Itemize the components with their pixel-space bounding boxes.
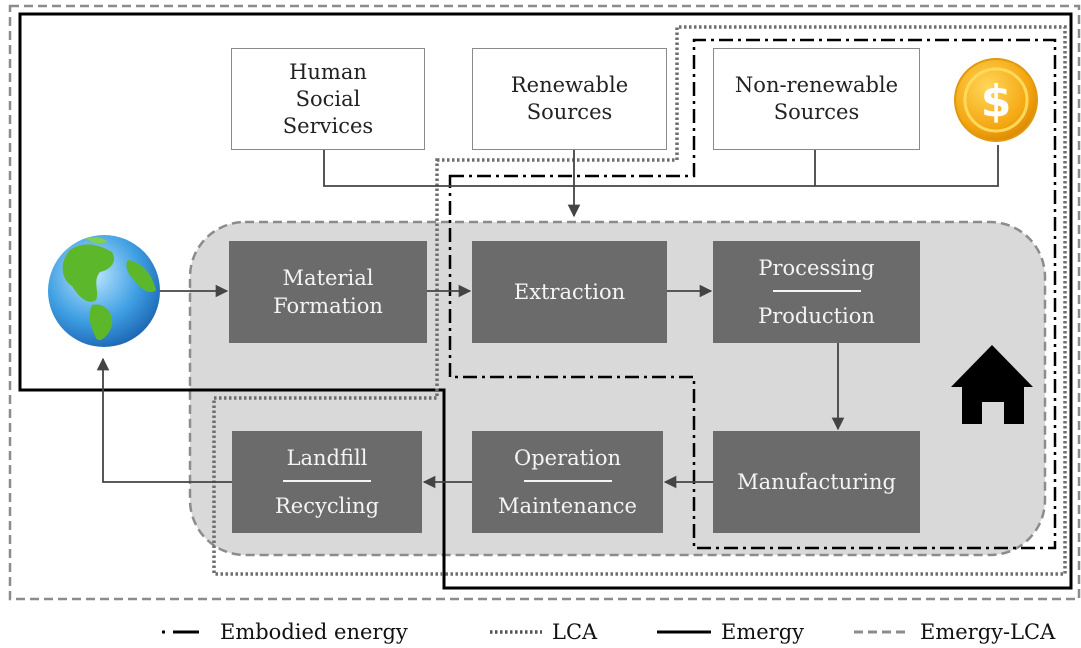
divider <box>772 290 861 292</box>
extraction-box: Extraction <box>472 241 667 343</box>
landfill-recycling-box: Landfill Recycling <box>232 431 422 533</box>
renewable-sources-box: Renewable Sources <box>472 48 667 150</box>
legend-swatch-dotted <box>490 630 542 634</box>
legend-embodied-energy: Embodied energy <box>160 618 408 646</box>
operation-label: Operation <box>514 446 621 470</box>
divider <box>283 480 371 482</box>
maintenance-label: Maintenance <box>498 494 637 518</box>
legend-swatch-dashed <box>854 630 910 634</box>
embodied-energy-boundary <box>448 38 1057 550</box>
globe-icon <box>48 235 160 347</box>
svg-text:$: $ <box>981 76 1012 127</box>
source-connectors <box>323 145 999 218</box>
legend-emergy: Emergy <box>655 618 804 646</box>
operation-maintenance-box: Operation Maintenance <box>472 431 663 533</box>
processing-production-box: Processing Production <box>713 241 920 343</box>
dollar-coin-icon: $ <box>954 58 1038 142</box>
house-icon <box>951 345 1033 424</box>
manufacturing-box: Manufacturing <box>713 431 920 533</box>
emergy-boundary <box>18 12 1073 590</box>
material-formation-label-1: Material <box>282 266 374 290</box>
nonrenewable-sources-box: Non-renewable Sources <box>713 48 920 150</box>
recycling-label: Recycling <box>274 494 380 518</box>
legend-emergy-lca-label: Emergy-LCA <box>920 620 1056 644</box>
legend-lca: LCA <box>488 618 597 646</box>
process-arrows <box>96 284 845 489</box>
legend-embodied-label: Embodied energy <box>220 620 408 644</box>
material-formation-label-2: Formation <box>273 294 383 318</box>
manufacturing-label: Manufacturing <box>737 470 896 494</box>
emergy-lca-boundary <box>8 4 1081 601</box>
material-formation-box: Material Formation <box>229 241 427 343</box>
legend-emergy-label: Emergy <box>721 620 805 644</box>
legend-emergy-lca: Emergy-LCA <box>852 618 1055 646</box>
divider <box>523 480 612 482</box>
legend-swatch-dash-dot <box>162 630 210 634</box>
extraction-label: Extraction <box>513 280 626 304</box>
production-label: Production <box>758 304 875 328</box>
landfill-label: Landfill <box>286 446 368 470</box>
processing-label: Processing <box>758 256 875 280</box>
legend-lca-label: LCA <box>552 620 598 644</box>
legend-swatch-solid <box>657 630 711 634</box>
human-social-services-box: Human Social Services <box>231 48 425 150</box>
